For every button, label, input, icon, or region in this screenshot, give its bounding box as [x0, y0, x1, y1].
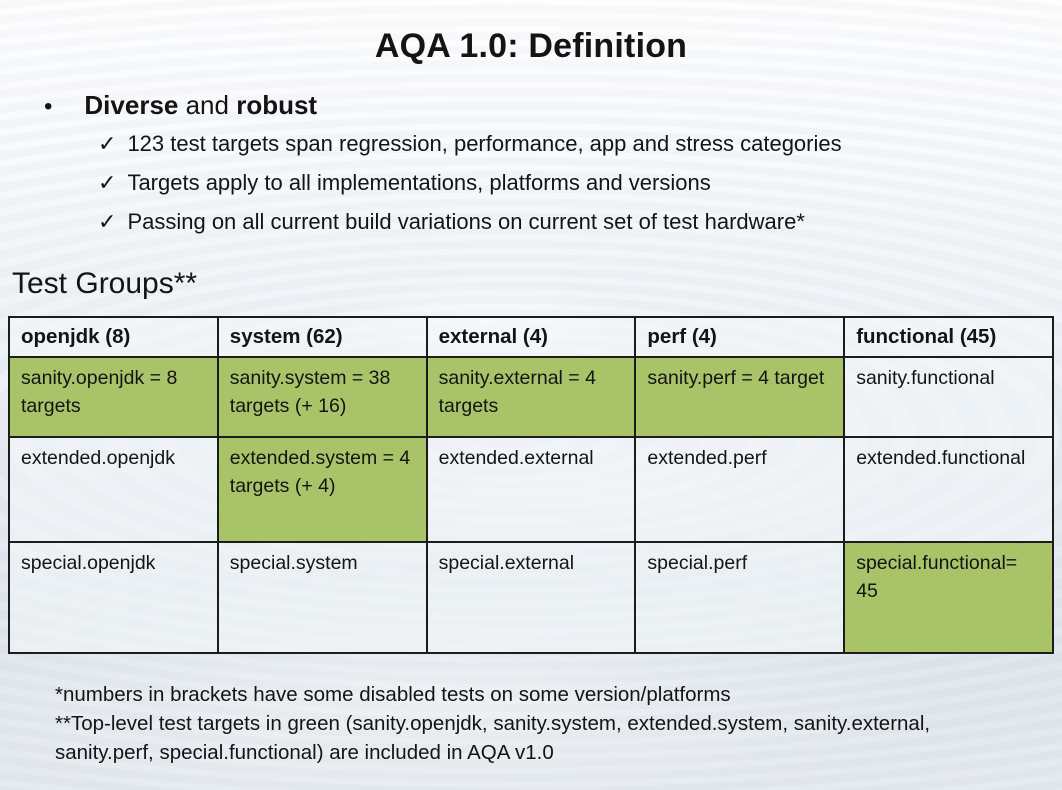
table-cell-sanity-external: sanity.external = 4 targets [425, 356, 637, 438]
sub-bullet-test-targets: ✓ 123 test targets span regression, perf… [98, 131, 1062, 157]
table-cell-special-openjdk: special.openjdk [8, 541, 219, 654]
checkmark-icon: ✓ [98, 131, 117, 156]
table-cell-sanity-functional: sanity.functional [843, 356, 1054, 438]
bullet-bold-robust: robust [236, 90, 318, 120]
section-heading-test-groups: Test Groups** [12, 267, 198, 300]
test-groups-table: openjdk (8) system (62) external (4) per… [8, 316, 1054, 654]
bullet-text: Diverse and robust [84, 90, 317, 121]
table-cell-sanity-perf: sanity.perf = 4 target [634, 356, 846, 438]
table-cell-special-external: special.external [425, 541, 637, 654]
column-header-openjdk: openjdk (8) [8, 316, 219, 358]
footnote-green-targets: **Top-level test targets in green (sanit… [55, 712, 931, 764]
table-row-sanity: sanity.openjdk = 8 targets sanity.system… [8, 356, 1054, 438]
sub-bullet-targets-apply: ✓ Targets apply to all implementations, … [98, 170, 1062, 196]
footnote-disabled-tests: *numbers in brackets have some disabled … [55, 683, 731, 706]
column-header-external: external (4) [425, 316, 637, 358]
table-cell-sanity-openjdk: sanity.openjdk = 8 targets [8, 356, 219, 438]
table-cell-special-perf: special.perf [634, 541, 846, 654]
column-header-functional: functional (45) [843, 316, 1054, 358]
sub-bullet-passing: ✓ Passing on all current build variation… [98, 209, 1062, 235]
slide-title: AQA 1.0: Definition [374, 27, 688, 65]
table-cell-special-functional: special.functional= 45 [843, 541, 1054, 654]
table-header-row: openjdk (8) system (62) external (4) per… [8, 316, 1054, 358]
column-header-system: system (62) [216, 316, 428, 358]
footnotes: *numbers in brackets have some disabled … [55, 681, 1007, 767]
table-cell-extended-perf: extended.perf [634, 436, 846, 543]
column-header-perf: perf (4) [634, 316, 846, 358]
sub-bullet-text: Targets apply to all implementations, pl… [127, 170, 711, 195]
sub-bullet-text: 123 test targets span regression, perfor… [127, 131, 842, 156]
checkmark-icon: ✓ [98, 170, 117, 195]
bullet-item-diverse-robust: • Diverse and robust [44, 90, 1062, 121]
table-cell-extended-external: extended.external [425, 436, 637, 543]
table-cell-sanity-system: sanity.system = 38 targets (+ 16) [216, 356, 428, 438]
table-cell-special-system: special.system [216, 541, 428, 654]
sub-bullet-text: Passing on all current build variations … [127, 209, 805, 234]
bullet-mid-text: and [178, 90, 237, 120]
bullet-dot-icon: • [44, 93, 53, 120]
table-row-special: special.openjdk special.system special.e… [8, 541, 1054, 654]
bullet-bold-diverse: Diverse [84, 90, 179, 120]
table-cell-extended-system: extended.system = 4 targets (+ 4) [216, 436, 428, 543]
checkmark-icon: ✓ [98, 209, 117, 234]
table-row-extended: extended.openjdk extended.system = 4 tar… [8, 436, 1054, 543]
table-cell-extended-openjdk: extended.openjdk [8, 436, 219, 543]
table-cell-extended-functional: extended.functional [843, 436, 1054, 543]
sub-bullet-list: ✓ 123 test targets span regression, perf… [98, 131, 1062, 235]
